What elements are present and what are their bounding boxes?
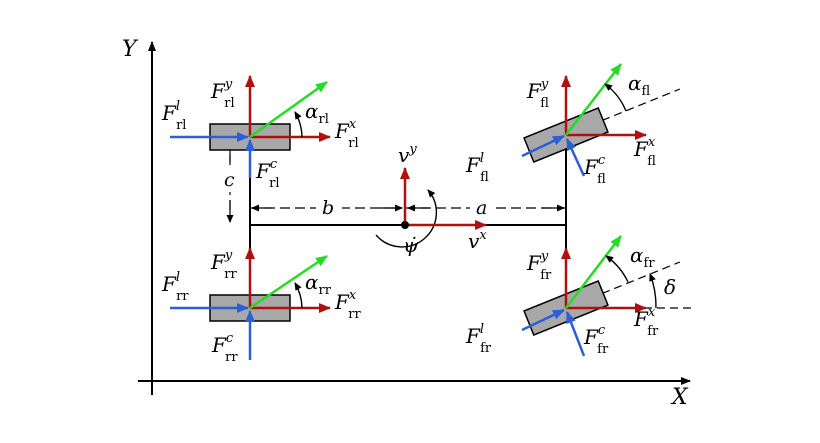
dimension-b: b (250, 196, 403, 219)
arrow-Fl-fr (521, 308, 565, 332)
y-axis-label: Y (122, 37, 139, 62)
cg-point (401, 221, 409, 229)
yaw-rate-arrow (375, 189, 438, 248)
arrow-Fc-fr (565, 311, 586, 357)
delta-arc-fr (649, 273, 657, 309)
vx-label: vx (468, 228, 487, 253)
dimension-a: a (406, 196, 566, 219)
alpha-arc-fl (604, 83, 627, 112)
dimension-a-label: a (476, 197, 487, 219)
x-axis-label: X (670, 385, 689, 410)
center-of-gravity: vy vx ψ̇ (375, 142, 487, 257)
arrow-v-rr (249, 254, 328, 310)
global-axes: X Y (122, 37, 691, 410)
arrow-Fc-fl (565, 138, 586, 177)
label-alpha-rr: αrr (305, 270, 332, 298)
label-delta: δ (664, 275, 676, 299)
alpha-arc-fr (605, 255, 629, 283)
yaw-rate-label: ψ̇ (403, 233, 419, 257)
alpha-arc-rr (294, 282, 303, 309)
label-alpha-fl: αfl (628, 71, 651, 99)
dimension-b-label: b (322, 197, 334, 219)
label-alpha-fr: αfr (630, 243, 655, 271)
arrow-v-fl (565, 63, 622, 136)
arrow-v-rl (249, 80, 328, 139)
dimension-c: c (219, 140, 241, 223)
dimension-c-label: c (224, 169, 235, 191)
arrow-v-fr (565, 235, 622, 309)
alpha-arc-rl (294, 111, 303, 138)
vy-label: vy (398, 142, 417, 167)
label-alpha-rl: αrl (305, 99, 329, 127)
arrow-Fl-fl (521, 134, 565, 158)
